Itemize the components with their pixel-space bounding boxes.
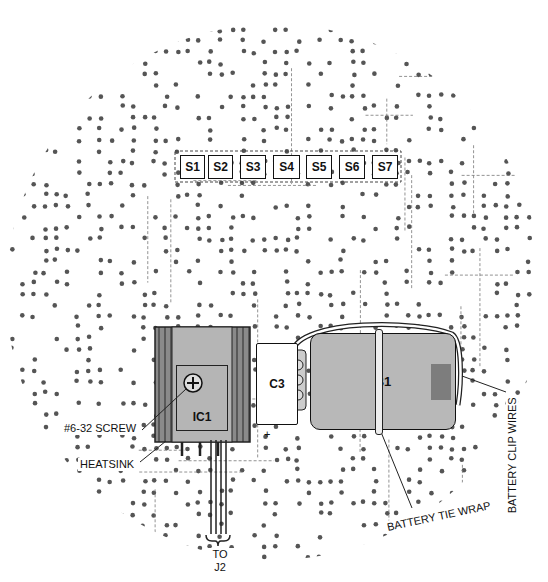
screw (184, 374, 202, 392)
ic-pins (182, 442, 218, 456)
battery: B1 (310, 333, 456, 430)
pad-pattern (8, 26, 548, 582)
part-label: S5 (312, 160, 327, 174)
screw-slot (187, 377, 199, 389)
ic-body: IC1 (176, 365, 228, 431)
switch-pad: S3 (240, 155, 266, 179)
callout-label: HEATSINK (78, 458, 136, 471)
callout-label: TO J2 (204, 548, 236, 573)
polarity-mark: + (262, 428, 272, 441)
switch-pad: S7 (372, 155, 398, 179)
switch-outline (175, 151, 401, 182)
switch-pad: S2 (208, 155, 233, 179)
switch-pad: S4 (273, 155, 300, 179)
part-label: S7 (378, 160, 393, 174)
part-label: S1 (185, 160, 200, 174)
part-label: S6 (345, 160, 360, 174)
capacitor: C3 (256, 343, 298, 425)
part-label: S2 (213, 160, 228, 174)
battery-terminal (431, 364, 451, 400)
heatsink (155, 327, 250, 442)
j2-wires (206, 440, 230, 546)
callout-label: BATTERY TIE WRAP (384, 499, 494, 534)
battery-tie-wrap (375, 329, 383, 435)
switch-pad: S6 (339, 155, 365, 179)
switch-pad: S5 (306, 155, 332, 179)
callout-label: BATTERY CLIP WIRES (506, 395, 519, 515)
part-label: S4 (279, 160, 294, 174)
part-label: IC1 (193, 410, 212, 424)
heatsink-base (172, 327, 232, 442)
part-label: C3 (269, 377, 284, 391)
part-label: S3 (246, 160, 261, 174)
switch-pad: S1 (180, 155, 205, 179)
callout-label: #6-32 SCREW (62, 422, 138, 435)
